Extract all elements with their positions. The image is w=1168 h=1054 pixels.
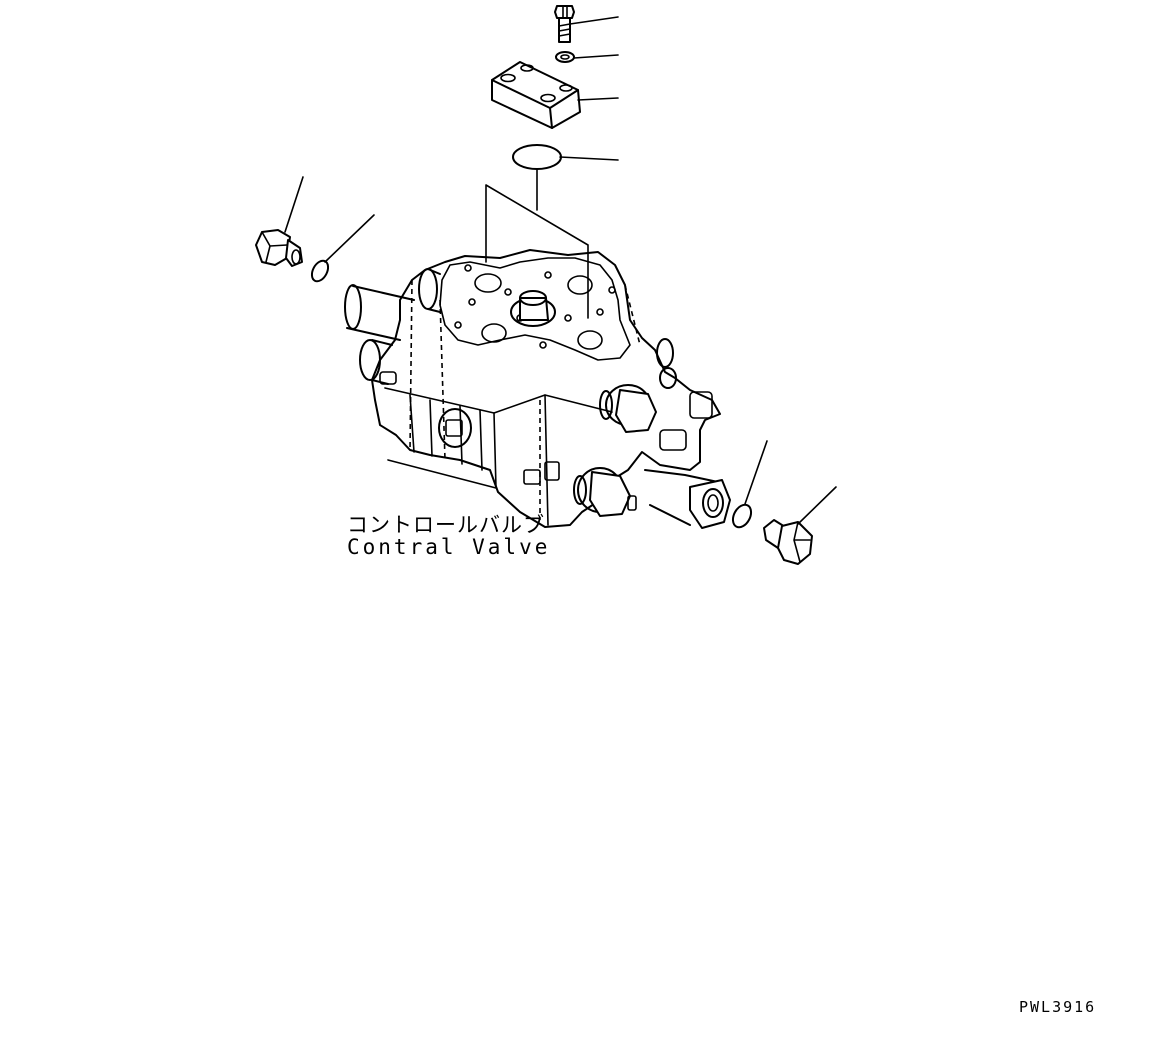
o-ring-right <box>731 503 753 529</box>
washer-part <box>555 51 575 63</box>
leader-line-plug-right <box>797 486 837 525</box>
o-ring-left <box>310 259 330 283</box>
leader-line-o-ring-top <box>559 156 619 161</box>
bolt-part <box>554 5 575 43</box>
plug-left <box>255 229 303 267</box>
assembly-label-en: Contral Valve <box>347 535 551 559</box>
o-ring-top <box>512 144 562 170</box>
leader-line-plug-left <box>284 176 304 233</box>
leader-line-washer <box>573 54 619 59</box>
assembly-label-jp: コントロールバルブ <box>347 513 545 537</box>
control-valve-body <box>344 249 731 529</box>
leader-line-cover <box>577 97 619 101</box>
plug-right <box>763 519 813 565</box>
drawing-number: PWL3916 <box>1019 998 1097 1016</box>
leader-bracket <box>485 169 589 319</box>
leader-line-o-ring-right <box>744 440 768 505</box>
leader-line-bolt <box>569 16 619 25</box>
leader-line-o-ring-left <box>324 214 375 263</box>
cover-plate-part <box>491 61 581 129</box>
hidden-lines <box>409 279 641 520</box>
